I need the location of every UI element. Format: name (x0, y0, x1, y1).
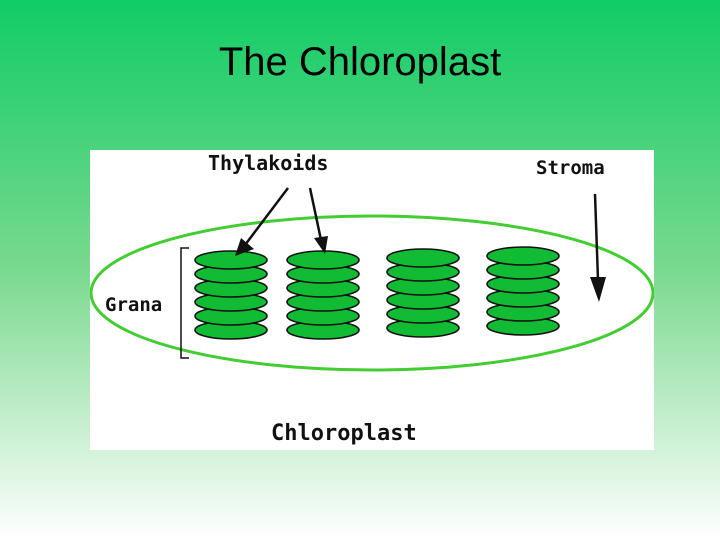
thylakoid-arrow-right (308, 187, 328, 254)
granum-stack (194, 250, 268, 340)
granum-stack (286, 250, 360, 340)
diagram-canvas: Thylakoids Stroma Grana Chloroplast (90, 151, 654, 446)
granum-stack (486, 246, 560, 336)
thylakoid-disc (386, 248, 460, 268)
granum-stack (386, 248, 460, 338)
chloroplast-diagram: Thylakoids Stroma Grana Chloroplast (90, 150, 654, 450)
thylakoid-disc (286, 250, 360, 270)
thylakoids-label: Thylakoids (208, 151, 328, 175)
thylakoid-arrow-left (235, 187, 289, 256)
slide-title: The Chloroplast (218, 40, 502, 84)
stroma-arrow (590, 193, 606, 302)
chloroplast-membrane (90, 214, 654, 372)
thylakoid-disc (486, 246, 560, 266)
grana-stacks (194, 246, 560, 340)
stroma-label: Stroma (536, 157, 605, 179)
grana-bracket (180, 247, 189, 359)
chloroplast-label: Chloroplast (271, 421, 417, 446)
grana-label: Grana (105, 294, 162, 316)
thylakoid-disc (194, 250, 268, 270)
